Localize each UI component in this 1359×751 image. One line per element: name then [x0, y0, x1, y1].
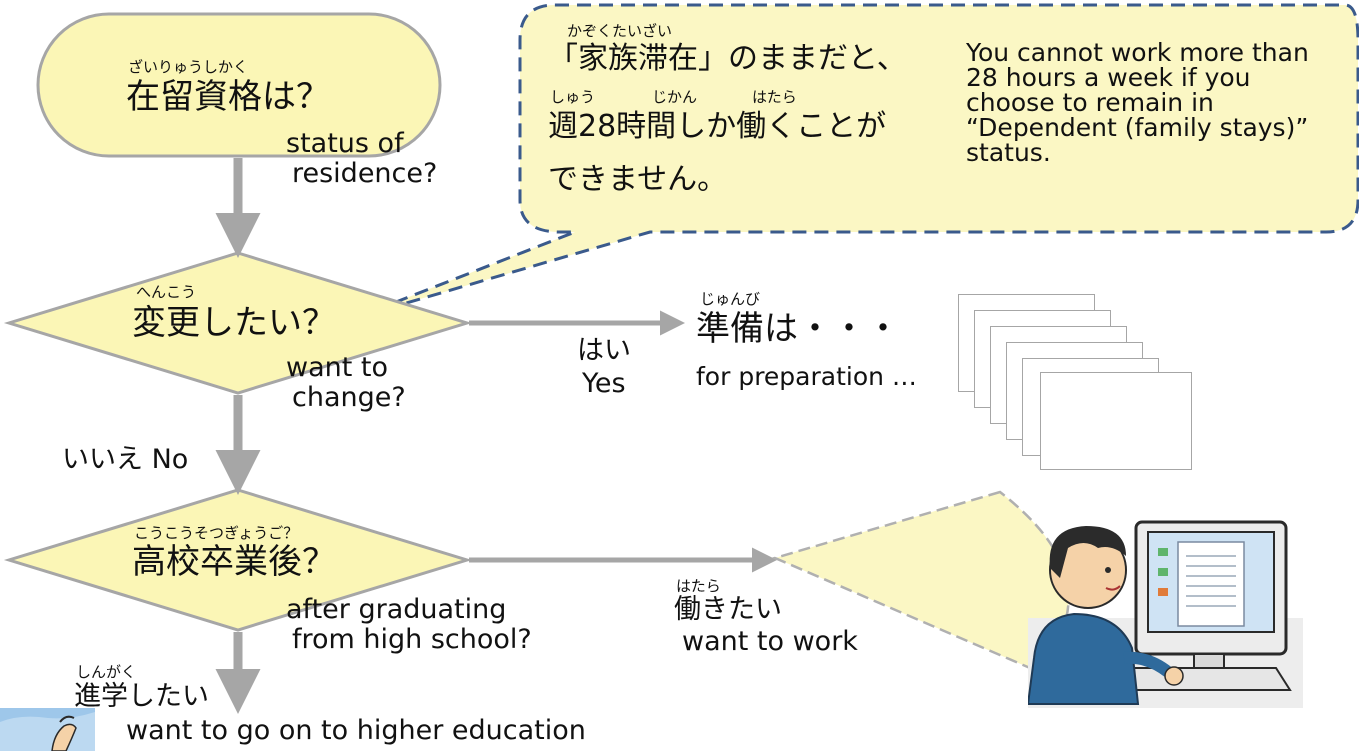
- callout-en-text: You cannot work more than 28 hours a wee…: [966, 38, 1309, 167]
- study-jp-label: 進学したい: [74, 681, 209, 712]
- work-jp-label: 働きたい: [674, 594, 782, 625]
- status-jp-label: 在留資格は？: [126, 77, 330, 117]
- callout-jp-line3: できません。: [548, 162, 728, 197]
- change-ruby: へんこう: [136, 283, 197, 301]
- worker-computer-illustration: [1028, 520, 1303, 708]
- status-terminal: [36, 12, 442, 158]
- status-en-line2: residence?: [292, 158, 438, 189]
- change-en-line2: change?: [292, 382, 406, 413]
- preparation-jp-label: 準備は・・・: [696, 309, 900, 349]
- callout-ruby-1: かぞくたいざい: [567, 22, 673, 40]
- change-en-line1: want to: [286, 352, 389, 383]
- graduation-en-line1: after graduating: [286, 594, 507, 625]
- yes-en-label: Yes: [582, 368, 626, 399]
- graduation-decision: [3, 488, 473, 632]
- change-jp-label: 変更したい？: [132, 303, 336, 343]
- callout-ruby-2a: しゅう: [550, 88, 596, 106]
- change-decision: [3, 251, 473, 395]
- work-en-label: want to work: [682, 626, 858, 657]
- status-ruby: ざいりゅうしかく: [128, 58, 249, 76]
- preparation-en-label: for preparation …: [696, 362, 917, 391]
- callout-jp-line1: 「家族滞在」のままだと、: [548, 41, 907, 76]
- status-en-line1: status of: [286, 128, 404, 159]
- study-en-label: want to go on to higher education: [126, 715, 586, 746]
- preparation-ruby: じゅんび: [700, 290, 761, 308]
- callout-ruby-2b: じかん: [652, 88, 698, 106]
- yes-jp-label: はい: [577, 335, 631, 366]
- callout-ruby-2c: はたら: [752, 88, 797, 106]
- work-ruby: はたら: [676, 577, 721, 595]
- graduation-ruby: こうこうそつぎょうご？: [134, 524, 299, 542]
- student-illustration: [0, 708, 95, 751]
- document-stack-icon: [958, 294, 1198, 474]
- study-ruby: しんがく: [76, 663, 137, 681]
- graduation-jp-label: 高校卒業後？: [132, 542, 336, 582]
- no-label: いいえ No: [62, 444, 189, 475]
- callout-jp-line2: 週28時間しか働くことが: [548, 109, 887, 144]
- graduation-en-line2: from high school?: [292, 624, 532, 655]
